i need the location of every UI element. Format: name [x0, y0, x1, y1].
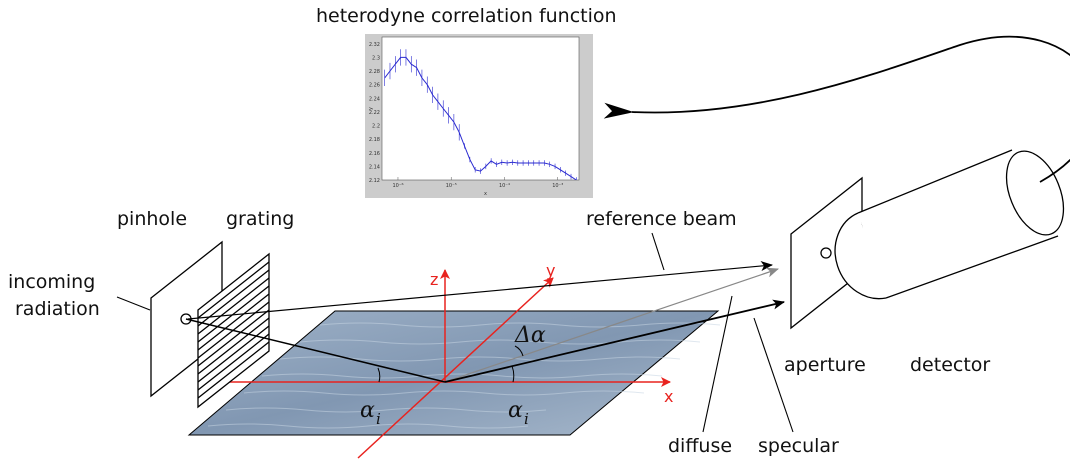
y-tick-label: 2.24 — [369, 96, 380, 102]
plot-area — [381, 36, 580, 181]
alpha-in-arc — [377, 367, 381, 383]
x-tick-label: 10⁻⁵ — [446, 183, 457, 189]
alpha-out-symbol: α i — [508, 398, 529, 428]
y-tick-label: 2.28 — [369, 69, 380, 75]
pinhole-label: pinhole — [117, 208, 187, 230]
z-axis-label: z — [430, 270, 438, 289]
incoming-label-line1: incoming — [8, 271, 95, 293]
detector-face — [1005, 150, 1065, 236]
delta-alpha-symbol: Δα — [514, 323, 546, 348]
plot-title: heterodyne correlation function — [316, 5, 617, 27]
svg-text:i: i — [376, 410, 381, 428]
detector-label: detector — [910, 354, 990, 376]
reference-beam-label: reference beam — [586, 208, 737, 230]
y-tick-label: 2.14 — [369, 164, 380, 170]
aperture-label: aperture — [784, 354, 866, 376]
svg-text:α: α — [360, 398, 375, 423]
x-tick-label: 10⁻⁶ — [392, 183, 403, 189]
plot-xlabel: x — [484, 191, 487, 197]
coordinate-axes — [210, 269, 671, 459]
y-tick-label: 2.26 — [369, 83, 380, 89]
y-tick-label: 2.3 — [372, 55, 380, 61]
svg-text:α: α — [508, 398, 523, 423]
svg-text:i: i — [524, 410, 529, 428]
incoming-leader-line — [116, 296, 151, 311]
aperture-hole — [820, 247, 832, 259]
plot-ylabel: y — [368, 107, 374, 110]
specular-label: specular — [758, 435, 839, 457]
diffuse-label: diffuse — [668, 435, 732, 457]
reference-beam-line — [187, 261, 773, 320]
detector-cylinder — [834, 149, 1065, 300]
y-tick-label: 2.22 — [369, 110, 380, 116]
y-tick-label: 2.2 — [372, 124, 380, 130]
y-tick-labels: 2.32 2.3 2.28 2.26 2.24 2.22 2.2 2.18 2.16 2.14 2.… — [369, 42, 380, 184]
x-axis-label: x — [664, 387, 673, 406]
delta-alpha-arc — [514, 345, 524, 357]
grating-label: grating — [226, 208, 294, 230]
diffuse-beam-line — [444, 267, 779, 383]
correlation-plot: 2.32 2.3 2.28 2.26 2.24 2.22 2.2 2.18 2.16 2.14 2.… — [365, 34, 593, 198]
y-tick-label: 2.18 — [369, 137, 380, 143]
x-tick-label: 10⁻³ — [552, 183, 563, 189]
y-tick-label: 2.32 — [369, 42, 380, 48]
y-tick-label: 2.12 — [369, 178, 380, 184]
incoming-label-line2: radiation — [15, 298, 100, 320]
alpha-out-arc — [511, 365, 515, 383]
diffuse-leader — [702, 295, 733, 433]
y-axis — [357, 277, 554, 459]
y-tick-label: 2.16 — [369, 151, 380, 157]
y-axis-label: y — [546, 261, 555, 280]
alpha-in-symbol: α i — [360, 398, 381, 428]
sample-surface — [187, 310, 721, 436]
specular-leader — [753, 317, 794, 433]
correlation-curve — [384, 49, 577, 180]
x-tick-label: 10⁻⁴ — [499, 183, 510, 189]
incident-beam — [185, 318, 446, 383]
reference-beam-leader — [651, 232, 665, 271]
angle-arcs — [377, 345, 524, 383]
signal-cable-arrow — [603, 35, 1070, 183]
x-tick-labels: 10⁻⁶ 10⁻⁵ 10⁻⁴ 10⁻³ — [392, 177, 563, 189]
